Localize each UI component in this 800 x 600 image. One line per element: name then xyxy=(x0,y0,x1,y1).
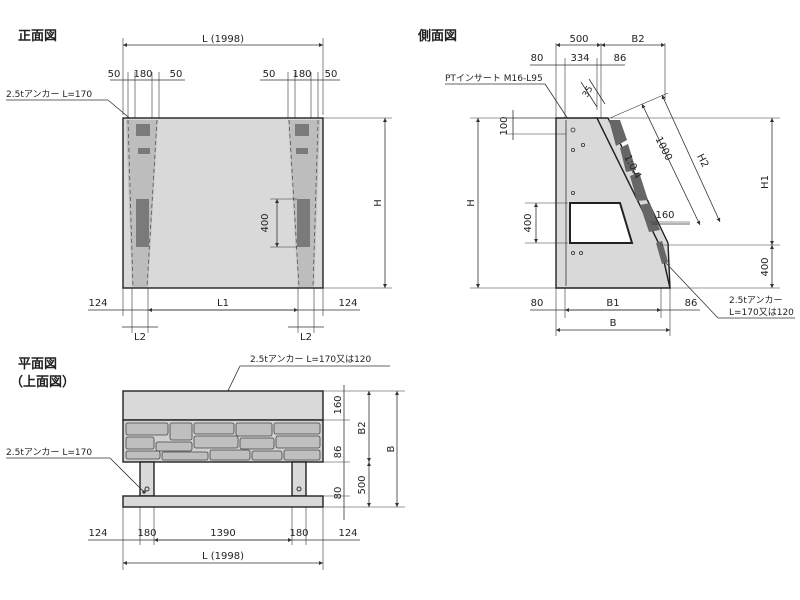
plan-dim-80: 80 xyxy=(333,487,344,500)
front-slot-right xyxy=(297,199,310,247)
plan-view-subtitle: （上面図） xyxy=(10,374,75,390)
front-dim-180-a: 180 xyxy=(133,69,152,80)
front-view: 正面図 L (1998) 50 180 50 50 180 50 2.5tアンカ… xyxy=(6,29,392,343)
side-dim-B: B xyxy=(610,318,617,329)
plan-stones xyxy=(125,422,321,461)
plan-view: 平面図 （上面図） 2.5tアンカー L=170又は120 xyxy=(6,354,405,570)
front-dim-124-b: 124 xyxy=(338,298,357,309)
front-dim-50-a: 50 xyxy=(108,69,121,80)
front-height-label: H xyxy=(373,199,384,207)
side-dim-H1: H1 xyxy=(760,175,771,189)
front-view-title: 正面図 xyxy=(18,29,57,44)
side-dim-400-b: 400 xyxy=(760,257,771,276)
plan-top-cap xyxy=(122,390,324,421)
side-dim-H2: H2 xyxy=(694,152,710,169)
side-height-label: H xyxy=(466,199,477,207)
front-dim-50-b: 50 xyxy=(170,69,183,80)
plan-base-plate xyxy=(122,495,324,508)
plan-dim-B: B xyxy=(386,445,397,452)
plan-dim-180-b: 180 xyxy=(289,528,308,539)
front-dim-180-b: 180 xyxy=(292,69,311,80)
side-dim-86: 86 xyxy=(614,53,627,64)
side-view-title: 側面図 xyxy=(417,28,457,44)
side-dim-1000: 1000 xyxy=(653,135,674,163)
side-dim-100: 100 xyxy=(499,116,510,135)
plan-dim-B2: B2 xyxy=(357,421,368,434)
front-dim-124-a: 124 xyxy=(88,298,107,309)
plan-anchor-top-label: 2.5tアンカー L=170又は120 xyxy=(250,354,372,365)
front-dim-L2-b: L2 xyxy=(300,332,312,343)
plan-view-title: 平面図 xyxy=(18,357,57,372)
plan-anchor-left-label: 2.5tアンカー L=170 xyxy=(6,447,92,458)
plan-dim-500: 500 xyxy=(357,475,368,494)
front-anchor-left xyxy=(136,124,150,136)
side-dim-160: 160 xyxy=(655,210,674,221)
front-anchor-spacing-dims: 50 180 50 50 180 50 xyxy=(108,69,340,118)
side-dim-500: 500 xyxy=(569,34,588,45)
front-anchor-label: 2.5tアンカー L=170 xyxy=(6,89,92,100)
side-dim-80-b: 80 xyxy=(531,298,544,309)
plan-dim-1390: 1390 xyxy=(210,528,235,539)
front-dim-400: 400 xyxy=(260,213,271,232)
plan-dim-180-a: 180 xyxy=(137,528,156,539)
side-dim-B1: B1 xyxy=(606,298,619,309)
side-dim-334: 334 xyxy=(570,53,589,64)
side-anchor-label-1: 2.5tアンカー xyxy=(729,295,782,306)
side-dim-86-b: 86 xyxy=(685,298,698,309)
front-dim-L1: L1 xyxy=(217,298,229,309)
front-dim-50-c: 50 xyxy=(263,69,276,80)
side-dim-B2: B2 xyxy=(631,34,644,45)
side-dim-80: 80 xyxy=(531,53,544,64)
side-stone-1 xyxy=(609,120,627,146)
plan-dim-124-a: 124 xyxy=(88,528,107,539)
front-anchor-right xyxy=(295,124,309,136)
plan-dim-124-b: 124 xyxy=(338,528,357,539)
side-dim-400-a: 400 xyxy=(523,213,534,232)
front-dim-50-d: 50 xyxy=(325,69,338,80)
side-dim-35: 35 xyxy=(581,85,595,100)
front-slot-left xyxy=(136,199,149,247)
front-dim-L2-a: L2 xyxy=(134,332,146,343)
plan-dim-160: 160 xyxy=(333,395,344,414)
side-view: 側面図 500 B2 80 334 86 PTインサート M16-L95 35 xyxy=(417,28,795,336)
side-window-opening xyxy=(569,202,634,244)
front-length-label: L (1998) xyxy=(202,34,244,45)
side-anchor-label-2: L=170又は120 xyxy=(729,307,794,318)
side-pt-insert-label: PTインサート M16-L95 xyxy=(445,73,543,84)
plan-dim-86: 86 xyxy=(333,446,344,459)
plan-length-label: L (1998) xyxy=(202,551,244,562)
